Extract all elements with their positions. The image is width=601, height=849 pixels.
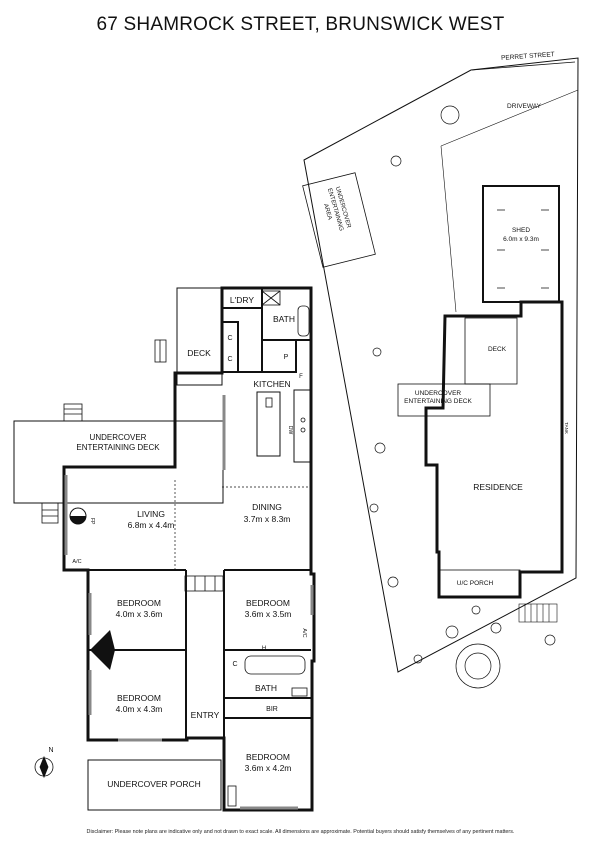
entertaining-deck-label-1: UNDERCOVER [90, 433, 147, 442]
cupboard-c1-label: C [227, 335, 232, 342]
dining-label: DINING [252, 502, 282, 512]
perret-street-line [471, 61, 576, 71]
island-sink [265, 397, 273, 408]
bathtub-upper [297, 305, 310, 337]
pantry-wall [261, 340, 297, 373]
bedroom-4-label: BEDROOM [246, 752, 290, 762]
open-plan-divider [174, 480, 311, 570]
vanity [291, 687, 308, 697]
dishwasher-label: DW [287, 426, 293, 435]
porch-outline [87, 759, 222, 811]
pantry-label: P [284, 354, 289, 361]
shed-outline [482, 185, 560, 303]
kitchen-label: KITCHEN [253, 379, 290, 389]
deck-outline [176, 287, 223, 386]
bedroom-3-label: BEDROOM [117, 693, 161, 703]
tank-label: TANK [564, 422, 569, 434]
deck-site-outline [464, 317, 518, 385]
garden-bed [518, 603, 558, 623]
bedroom-2-size: 3.6m x 3.5m [245, 609, 292, 619]
bedroom-1-size: 4.0m x 3.6m [116, 609, 163, 619]
site-boundary [303, 57, 579, 673]
entry-label: ENTRY [191, 710, 220, 720]
site-entertaining-deck-label-1: UNDERCOVER [415, 390, 462, 397]
bedroom-4-size: 3.6m x 4.2m [245, 763, 292, 773]
porch-label: UNDERCOVER PORCH [107, 779, 201, 789]
fireplace-label: FP [89, 518, 95, 525]
bath-upper-label: BATH [273, 314, 295, 324]
site-entertaining-deck-label-2: ENTERTAINING DECK [404, 398, 472, 405]
kitchen-bench [293, 389, 312, 463]
laundry-tub [261, 290, 281, 306]
dining-size: 3.7m x 8.3m [244, 514, 291, 524]
bedroom-2-label: BEDROOM [246, 598, 290, 608]
compass-north: N [48, 747, 53, 754]
page-title: 67 SHAMROCK STREET, BRUNSWICK WEST [96, 14, 505, 35]
street-label: PERRET STREET [501, 51, 555, 62]
entertaining-area-site [302, 172, 376, 268]
fridge-label: F [299, 374, 303, 380]
shed-size: 6.0m x 9.3m [503, 236, 539, 243]
site-porch-label: U/C PORCH [457, 580, 494, 587]
bathtub-lower [244, 655, 306, 675]
driveway-lines [440, 89, 579, 313]
bedroom-1-label: BEDROOM [117, 598, 161, 608]
aircon-right-label: A/C [301, 628, 307, 637]
stovetop [300, 417, 306, 423]
aircon-left-label: A/C [72, 559, 81, 565]
cupboard-wall [222, 321, 239, 372]
residence-label: RESIDENCE [473, 482, 523, 492]
trees [369, 105, 556, 689]
site-deck-label: DECK [488, 346, 507, 353]
entertaining-area-label-3: AREA [322, 203, 332, 220]
bir-label: BIR [266, 706, 278, 713]
heater-box [227, 785, 237, 807]
entertaining-deck-site [397, 383, 491, 417]
living-size: 6.8m x 4.4m [128, 520, 175, 530]
heater-label: H [262, 646, 266, 652]
compass-rose [34, 755, 54, 779]
shed-label: SHED [512, 227, 530, 234]
bedroom-fireplace [90, 630, 115, 670]
living-label: LIVING [137, 509, 165, 519]
laundry-label: L'DRY [230, 295, 254, 305]
bath-lower-label: BATH [255, 683, 277, 693]
bedroom-3-size: 4.0m x 4.3m [116, 704, 163, 714]
kitchen-island [256, 391, 281, 457]
cupboard-c2-label: C [227, 356, 232, 363]
porch-site [437, 569, 521, 598]
deck-label: DECK [187, 348, 211, 358]
cupboard-c3-label: C [232, 661, 237, 668]
entertaining-deck-label-2: ENTERTAINING DECK [76, 443, 160, 452]
disclaimer: Disclaimer: Please note plans are indica… [86, 829, 515, 835]
house-outer-wall [62, 286, 316, 812]
driveway-label: DRIVEWAY [507, 103, 542, 110]
shed-inner-fixtures [497, 209, 549, 289]
